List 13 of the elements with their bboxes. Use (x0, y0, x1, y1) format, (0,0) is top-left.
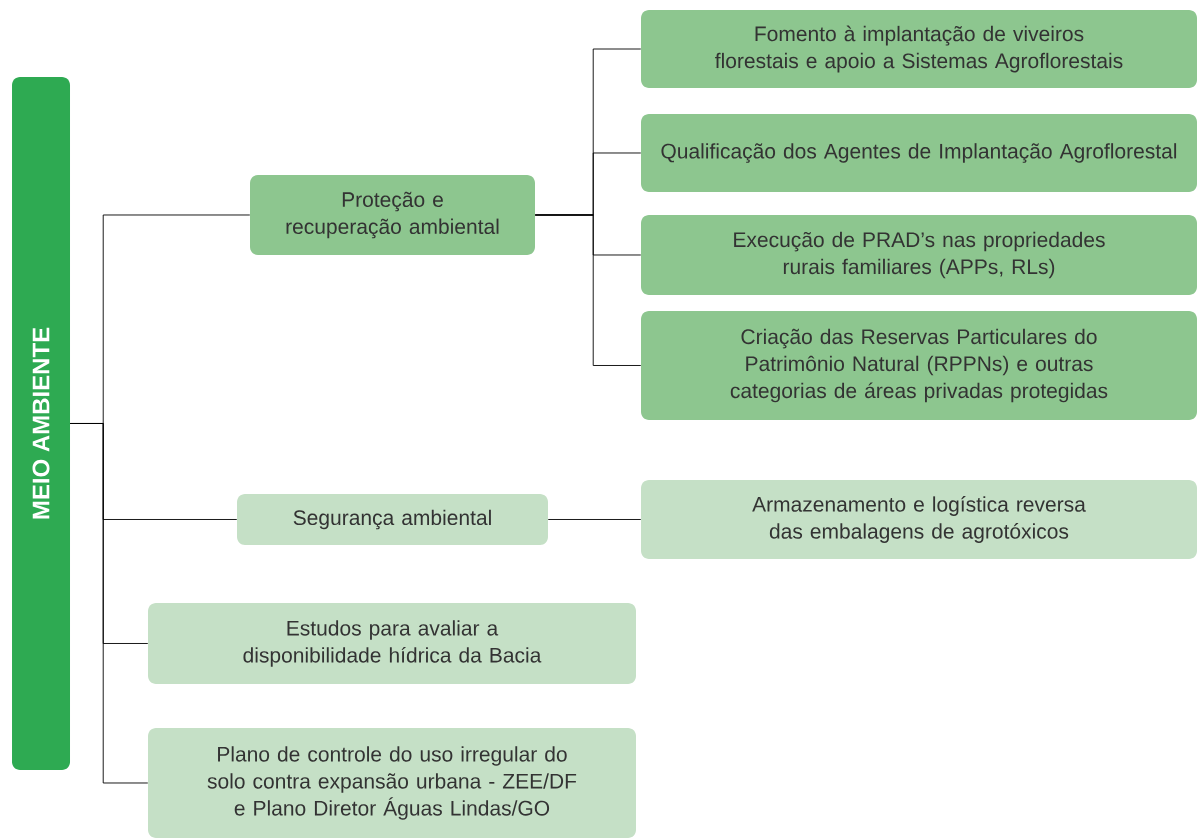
leaf-box: Execução de PRAD’s nas propriedades rurais familiares (APPs, RLs) (641, 215, 1197, 295)
leaf-box: Fomento à implantação de viveiros florestais e apoio a Sistemas Agroflorestais (641, 10, 1197, 88)
branch-box: Segurança ambiental (237, 494, 548, 545)
leaf-box: Qualificação dos Agentes de Implantação Agroflorestal (641, 114, 1197, 192)
leaf-box: Armazenamento e logística reversa das embalagens de agrotóxicos (641, 480, 1197, 559)
connector-line (69, 423, 149, 784)
root-bar: MEIO AMBIENTE (12, 77, 70, 770)
leaf-box: Plano de controle do uso irregular do solo contra expansão urbana - ZEE/DF e Plano Diretor Águas Lindas/GO (148, 728, 636, 838)
branch-box: Proteção e recuperação ambiental (250, 175, 535, 255)
connector-line (534, 214, 642, 366)
leaf-box: Criação das Reservas Particulares do Patrimônio Natural (RPPNs) e outras categorias de áreas privadas protegidas (641, 311, 1197, 420)
leaf-box: Estudos para avaliar a disponibilidade hídrica da Bacia (148, 603, 636, 684)
connector-line (547, 519, 642, 520)
